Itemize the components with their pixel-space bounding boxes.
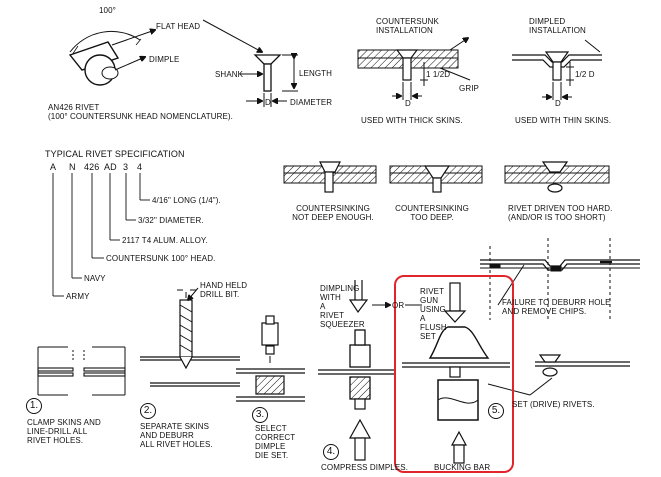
rivet-gun-label: RIVET GUN USING A FLUSH SET: [420, 287, 447, 341]
step-3-caption: SELECT CORRECT DIMPLE DIE SET.: [255, 424, 296, 460]
step3-illustration: [236, 315, 305, 402]
step-5-badge: 5.: [488, 403, 504, 419]
length-label: LENGTH: [299, 69, 333, 78]
thick-skins-label: USED WITH THICK SKINS.: [361, 116, 463, 125]
deburr-failure-illustration: [480, 238, 640, 320]
step-1-badge: 1.: [26, 398, 42, 414]
an426-rivet-illustration: [68, 30, 155, 86]
hand-drill-label: HAND HELD DRILL BIT.: [200, 281, 248, 299]
step-4-badge: 4.: [323, 444, 339, 460]
grip-label: GRIP: [459, 84, 479, 93]
rivet-too-hard-label: RIVET DRIVEN TOO HARD. (AND/OR IS TOO SH…: [508, 204, 613, 222]
alloy-label: 2117 T4 ALUM. ALLOY.: [122, 236, 208, 245]
shank-label: SHANK: [215, 70, 244, 79]
spec-code-ad: AD: [104, 162, 117, 172]
rivet-dimension-illustration: [202, 19, 298, 107]
dimpled-installation: [512, 39, 602, 100]
step-2-caption: SEPARATE SKINS AND DEBURR ALL RIVET HOLE…: [140, 422, 213, 449]
deburr-failure-label: FAILURE TO DEBURR HOLE AND REMOVE CHIPS.: [502, 298, 611, 316]
dimple-label: DIMPLE: [149, 55, 180, 64]
step-4-caption: COMPRESS DIMPLES.: [321, 463, 409, 472]
step1-illustration: [37, 346, 126, 396]
d-label-2: D: [405, 99, 411, 108]
an426-caption: AN426 RIVET (100° COUNTERSUNK HEAD NOMEN…: [48, 103, 233, 121]
set-rivets-label: SET (DRIVE) RIVETS.: [512, 400, 595, 409]
step2-illustration: [140, 287, 240, 387]
countersinking-too-deep-label: COUNTERSINKING TOO DEEP.: [395, 204, 469, 222]
spec-code-3: 3: [123, 162, 129, 172]
spec-code-426: 426: [84, 162, 100, 172]
spec-code-4: 4: [137, 162, 143, 172]
countersunk-installation-label: COUNTERSUNK INSTALLATION: [376, 17, 439, 35]
step-2-badge: 2.: [140, 403, 156, 419]
spec-tree-lines: [52, 173, 150, 297]
diameter-32-label: 3/32" DIAMETER.: [138, 216, 204, 225]
countersink-defects: [283, 161, 610, 193]
d-label-3: D: [555, 99, 561, 108]
step4-illustration: [318, 280, 422, 461]
long-label: 4/16" LONG (1/4").: [152, 196, 221, 205]
dimpled-installation-label: DIMPLED INSTALLATION: [529, 17, 586, 35]
bucking-bar-label: BUCKING BAR: [434, 463, 491, 472]
thin-skins-label: USED WITH THIN SKINS.: [515, 116, 612, 125]
d-label-1: D: [265, 98, 271, 107]
step-3-badge: 3.: [252, 407, 268, 423]
countersinking-not-deep-label: COUNTERSINKING NOT DEEP ENOUGH.: [292, 204, 374, 222]
step5-illustration: [402, 264, 630, 464]
navy-label: NAVY: [84, 274, 106, 283]
or-label: OR: [392, 301, 405, 310]
diameter-label: DIAMETER: [290, 98, 333, 107]
angle-label: 100°: [99, 6, 116, 15]
dimpling-label: DIMPLING WITH A RIVET SQUEEZER: [320, 284, 365, 329]
half-d-label-2: 1/2 D: [575, 70, 595, 79]
spec-title: TYPICAL RIVET SPECIFICATION: [45, 149, 185, 159]
countersunk-installation: [357, 38, 471, 100]
half-d-label-1: 1 1/2D: [426, 70, 451, 79]
army-label: ARMY: [66, 292, 90, 301]
spec-code-n: N: [69, 162, 76, 172]
flat-head-label: FLAT HEAD: [156, 22, 201, 31]
step-1-caption: CLAMP SKINS AND LINE-DRILL ALL RIVET HOL…: [27, 418, 101, 445]
countersunk-head-label: COUNTERSUNK 100° HEAD.: [106, 254, 216, 263]
spec-code-a: A: [50, 162, 57, 172]
highlight-box: [394, 275, 514, 473]
